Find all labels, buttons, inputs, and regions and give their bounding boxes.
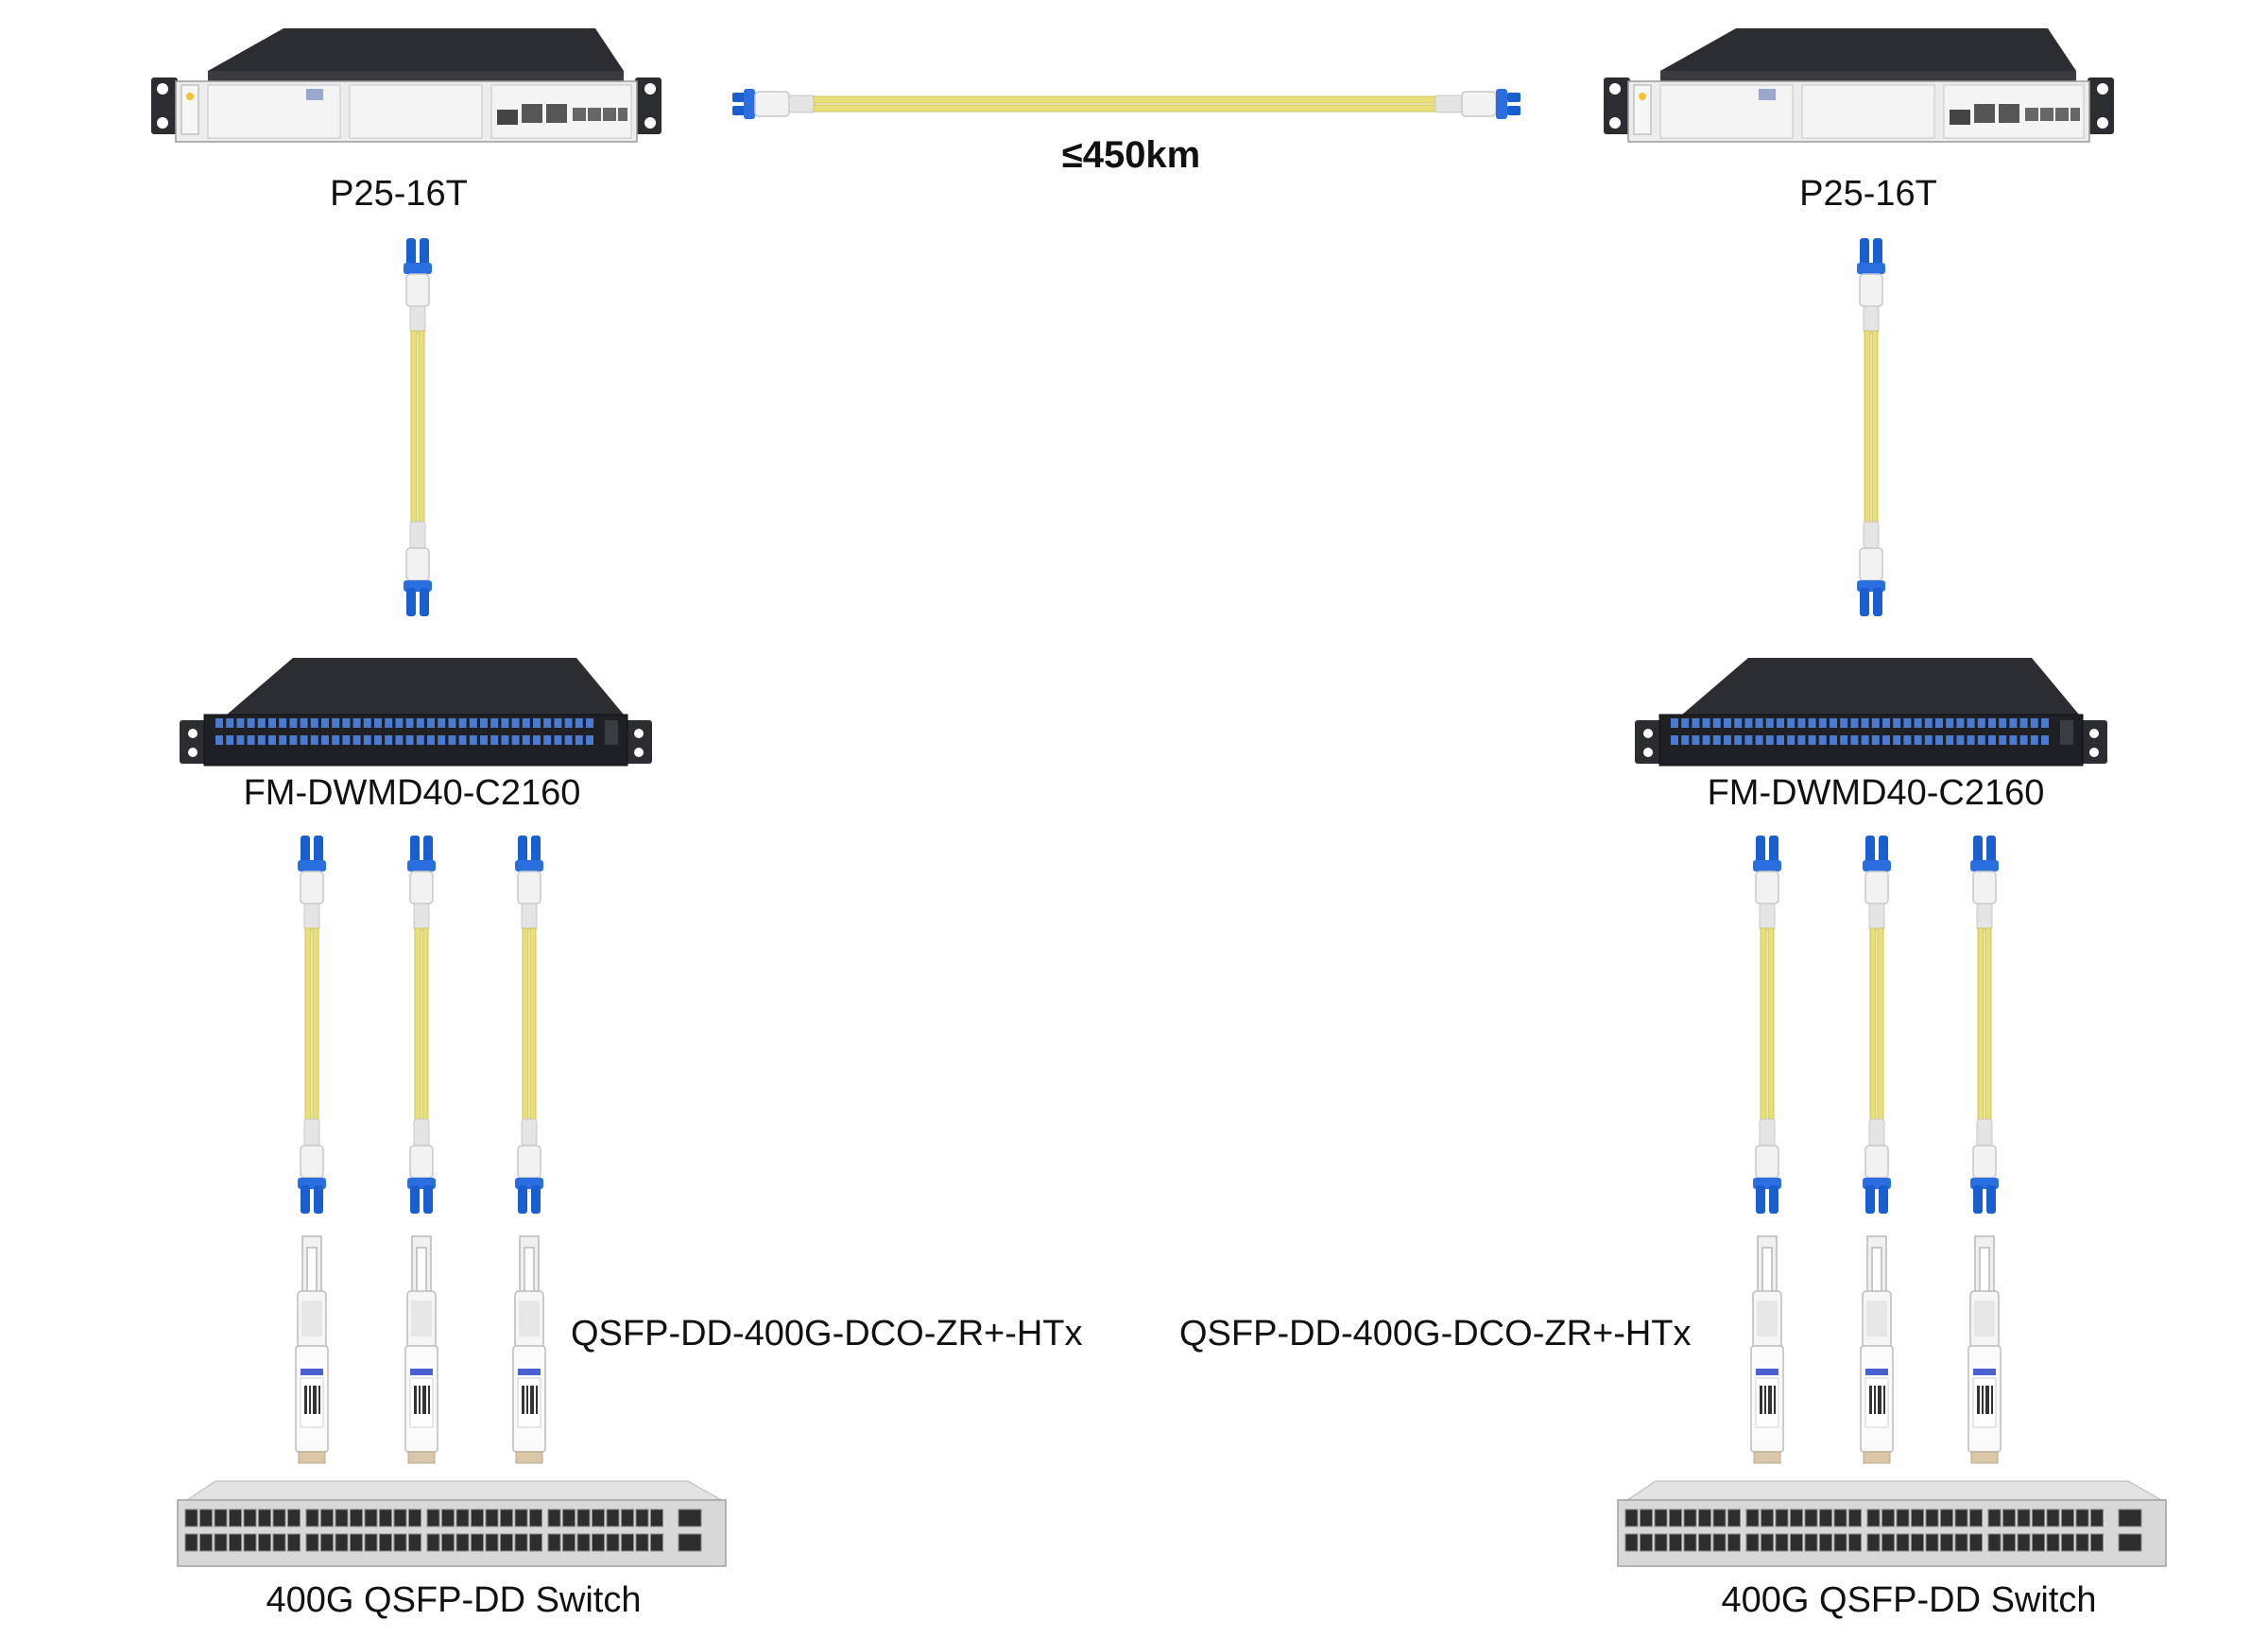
qsfp-module-right-2 [1860,1235,1894,1464]
platform-label-left: P25-16T [330,174,468,214]
qsfp-module-left-2 [404,1235,438,1464]
qsfp-module-right-3 [1967,1235,2002,1464]
platform-label-right: P25-16T [1799,174,1937,214]
patch-cable-left-3 [514,835,544,1215]
switch-ports-right [1624,1509,2142,1552]
patch-cable-left-1 [297,835,327,1215]
qsfp-module-right-1 [1750,1235,1784,1464]
patch-cable-right-2 [1862,835,1892,1215]
mux-ports-left [215,718,618,745]
patch-cable-right-3 [1969,835,2000,1215]
dwdm-mux-left [179,657,653,767]
long-haul-fiber-cable [732,89,1521,119]
switch-label-right: 400G QSFP-DD Switch [1721,1580,2097,1620]
patch-cable-right-top [1856,237,1886,617]
dwdm-mux-right [1634,657,2108,767]
switch-ports-left [184,1509,702,1552]
mux-label-left: FM-DWMD40-C2160 [243,773,581,813]
mux-label-right: FM-DWMD40-C2160 [1707,773,2045,813]
switch-label-left: 400G QSFP-DD Switch [266,1580,642,1620]
module-label-right: QSFP-DD-400G-DCO-ZR+-HTx [1179,1314,1692,1354]
module-label-left: QSFP-DD-400G-DCO-ZR+-HTx [571,1314,1083,1354]
patch-cable-left-2 [406,835,437,1215]
platform-chassis-left [150,27,662,143]
platform-chassis-right [1603,27,2115,143]
qsfp-module-left-1 [295,1235,329,1464]
patch-cable-right-1 [1752,835,1782,1215]
qsfp-module-left-3 [512,1235,546,1464]
distance-label: ≤450km [1061,134,1201,176]
mux-ports-right [1671,718,2073,745]
patch-cable-left-top [403,237,433,617]
